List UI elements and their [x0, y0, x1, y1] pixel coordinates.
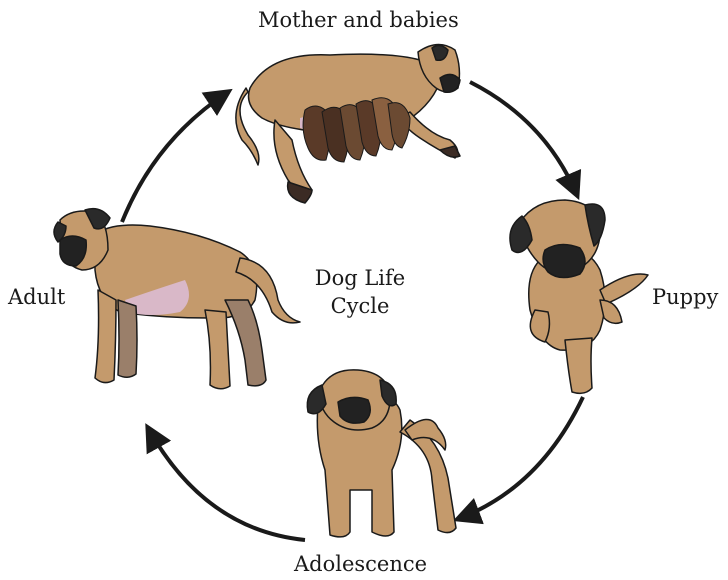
puppy-illustration [510, 200, 648, 393]
stage-label-adolescence: Adolescence [294, 554, 427, 575]
stage-label-mother-and-babies: Mother and babies [258, 10, 459, 31]
arrow-mother-to-puppy [470, 82, 577, 195]
arrow-puppy-to-adolescence [458, 397, 583, 519]
arrow-adult-to-mother [122, 92, 228, 222]
stage-label-adult: Adult [8, 287, 65, 308]
stage-label-puppy: Puppy [652, 287, 718, 308]
arrow-adolescence-to-adult [148, 428, 305, 540]
diagram-title-line-1: Dog Life [300, 264, 420, 292]
adolescent-dog-illustration [307, 370, 456, 537]
diagram-title-line-2: Cycle [300, 292, 420, 320]
adult-dog-illustration [54, 209, 300, 389]
nursing-puppies-illustration [303, 98, 410, 162]
diagram-title: Dog Life Cycle [300, 264, 420, 320]
